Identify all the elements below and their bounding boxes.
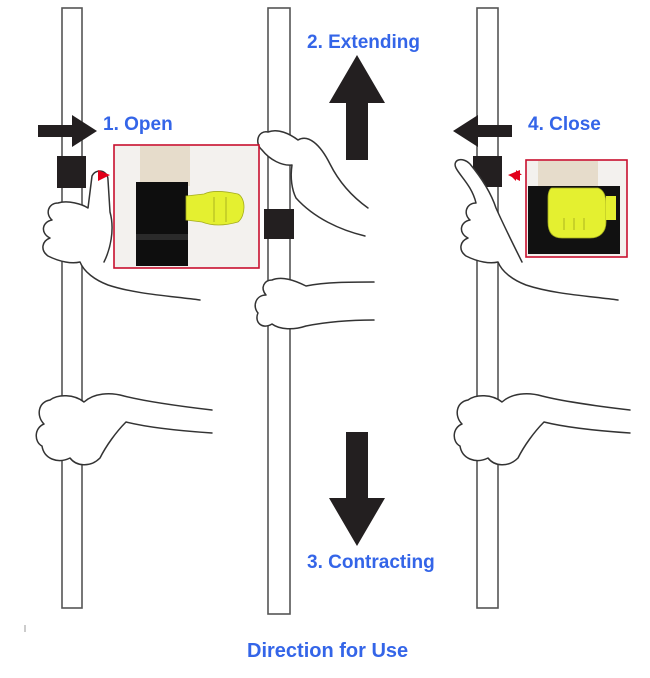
hand-right-upper xyxy=(454,158,619,301)
callout-pointer-open xyxy=(98,170,110,181)
hand-left-upper xyxy=(42,170,201,301)
callout-open xyxy=(113,144,260,269)
callout-close xyxy=(525,159,628,258)
step-label-contracting: 3. Contracting xyxy=(307,552,435,573)
lock-collar-left xyxy=(57,156,86,188)
arrow-right-icon xyxy=(38,115,97,147)
callout-pointer-close-head xyxy=(508,170,520,181)
hand-right-lower xyxy=(453,393,631,466)
arrow-left-icon xyxy=(453,115,512,147)
step-label-extending: 2. Extending xyxy=(307,32,420,53)
hand-left-lower xyxy=(35,393,213,466)
step-label-close: 4. Close xyxy=(528,114,601,135)
arrow-down-icon xyxy=(329,432,385,546)
pole-left xyxy=(61,7,83,609)
clip-tab-open xyxy=(185,190,245,226)
hand-middle-top xyxy=(257,129,369,237)
arrow-up-icon xyxy=(329,55,385,160)
diagram-title: Direction for Use xyxy=(247,640,409,662)
pole-right xyxy=(476,7,499,609)
lock-collar-middle xyxy=(264,209,294,239)
hand-middle-lower xyxy=(254,277,375,330)
clip-tab-close xyxy=(547,187,607,239)
step-label-open: 1. Open xyxy=(103,114,173,135)
